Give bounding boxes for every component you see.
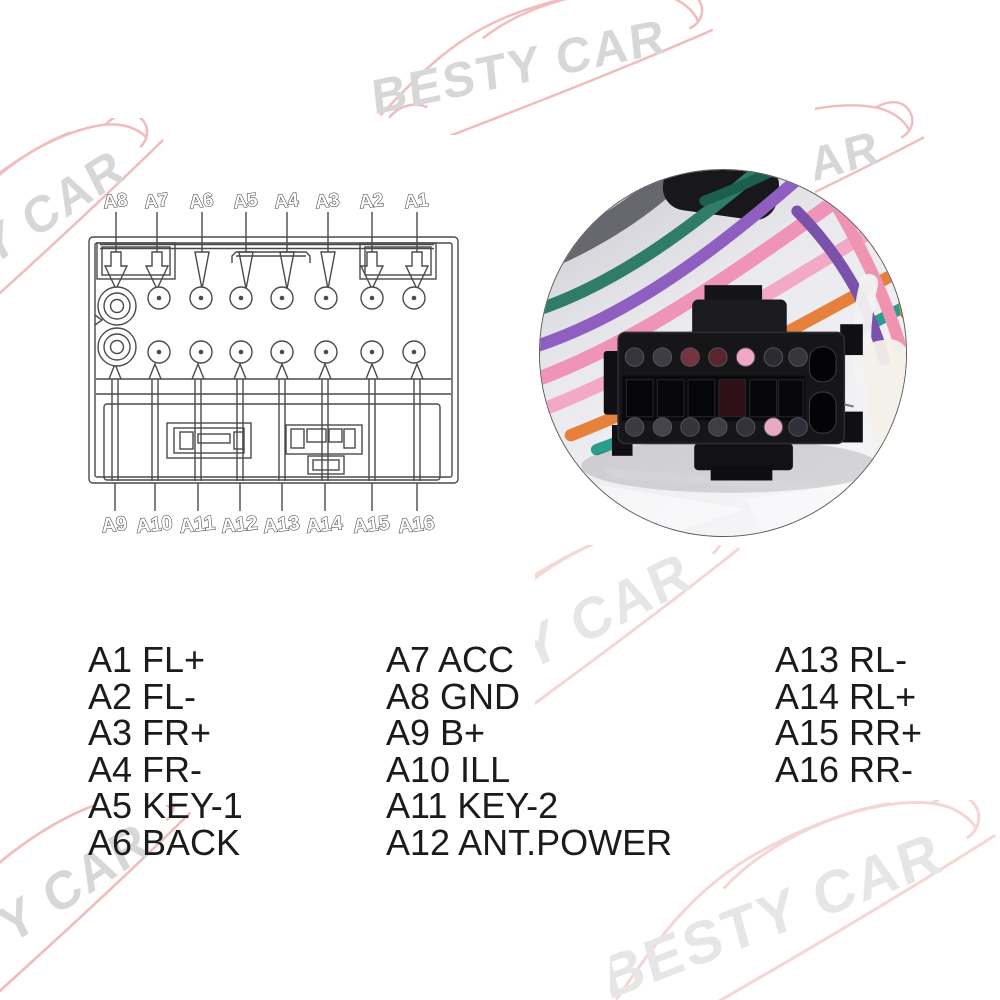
pin-label: A13 [262,512,301,538]
car-outline-icon [379,0,714,135]
legend-column-1: A1 FL+ A2 FL- A3 FR+ A4 FR- A5 KEY-1 A6 … [88,639,243,863]
legend-item: A8 GND [386,675,521,717]
wire-purple-right [791,205,891,366]
pin-label: A7 [143,190,169,213]
legend-item: A11 KEY-2 [386,785,559,827]
pin-label: A12 [220,512,259,538]
legend-item: A5 KEY-1 [88,785,243,827]
pin-label: A15 [352,512,391,538]
bottom-hole-row [624,417,808,437]
connector-pinout-diagram: A8 A7 A6 A5 A4 A3 A2 A1 [88,189,459,539]
pin-label: A11 [179,512,217,538]
legend-item: A13 RL- [775,639,908,680]
pin-label: A4 [273,190,300,213]
pin-label: A6 [188,190,214,213]
legend-item: A4 FR- [88,748,203,790]
black-connector [603,285,863,481]
pin-label: A14 [305,512,345,538]
pin-label: A9 [101,513,129,538]
pin-label: A16 [397,512,436,538]
top-pin-labels: A8 A7 A6 A5 A4 A3 A2 A1 [102,189,431,213]
connector-photo-art [540,170,906,536]
pin-label: A3 [314,190,340,213]
legend-item: A3 FR+ [88,712,212,754]
legend-item: A15 RR+ [775,712,923,754]
legend-item: A10 ILL [386,748,511,790]
watermark-top-center: BESTY CAR [330,0,800,135]
legend-item: A14 RL+ [775,675,917,717]
connector-photo [539,169,907,537]
legend-item: A7 ACC [386,639,515,680]
pin-label: A8 [102,190,128,213]
watermark-text: BESTY CAR [369,7,669,126]
pin-label: A1 [403,190,430,213]
legend-item: A6 BACK [88,821,241,863]
wire-purple [540,170,809,352]
legend-item: A12 ANT.POWER [386,821,673,863]
bottom-pin-labels: A9 A10 A11 A12 A13 A14 A15 A16 [100,512,436,539]
legend-item: A2 FL- [88,675,197,717]
legend-item: A1 FL+ [88,639,206,680]
top-hole-row [624,347,808,367]
wire-darkgreen [699,170,785,206]
diagram-lines [88,212,459,511]
pin-holes [97,286,426,367]
pin-label: A5 [232,190,259,213]
wire-pink [540,188,851,386]
pin-label: A2 [358,190,384,213]
legend-column-2: A7 ACC A8 GND A9 B+ A10 ILL A11 KEY-2 A1… [386,639,673,863]
pin-label: A10 [135,512,174,538]
legend-item: A9 B+ [386,712,486,754]
legend-item: A16 RR- [775,748,914,790]
legend-column-3: A13 RL- A14 RL+ A15 RR+ A16 RR- [775,639,923,790]
